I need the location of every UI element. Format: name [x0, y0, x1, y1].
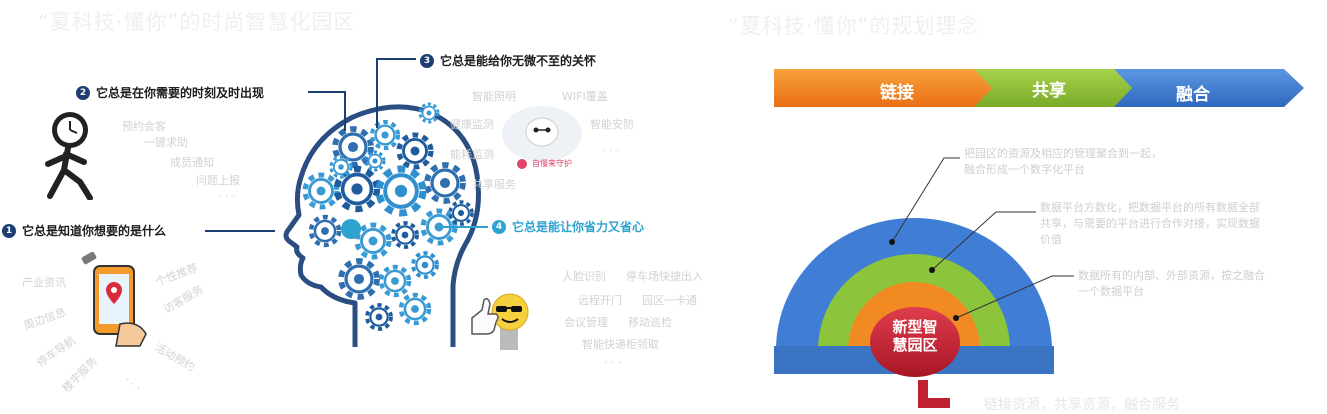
gear-shape [375, 165, 427, 217]
note-3-line-2: 一个数据平台 [1078, 285, 1144, 298]
note3-connector [955, 275, 1074, 319]
gear-shape [364, 150, 386, 172]
gear-shape [411, 251, 439, 279]
gear-shape [396, 132, 434, 170]
center-label-line-1: 新型智 [892, 318, 938, 336]
gear-shape [365, 303, 393, 331]
care-item-3: 健康监测 [450, 118, 494, 131]
gear-shape [338, 258, 380, 300]
callout-3-number: 3 [420, 53, 434, 68]
phone-item-2: 周边信息 [21, 305, 68, 333]
care-item-5: 能耗监测 [450, 148, 494, 161]
note-2-line-3: 价值 [1040, 233, 1062, 246]
gear-shape [418, 102, 440, 124]
care-item-2: WIFI覆盖 [562, 90, 608, 103]
phone-item-7: 活动预约 [152, 340, 198, 375]
gear-shape [398, 292, 432, 326]
callout-4-text: 它总是能让你省力又省心 [512, 220, 645, 234]
baymax-robot-icon [502, 106, 582, 169]
runner-item-4: 问题上报 [196, 174, 240, 187]
callout-4: 4 它总是能让你省力又省心 [492, 218, 644, 235]
center-label: 新型智 慧园区 [870, 318, 960, 354]
gear-head-illustration [283, 102, 481, 347]
gear-shape [308, 214, 342, 248]
phone-item-4: 楼宇服务 [59, 354, 101, 395]
gear-shape [369, 119, 401, 151]
save-item-5: 会议管理 [564, 316, 608, 329]
gear-shape [302, 172, 340, 210]
callout-2: 2 它总是在你需要的时刻及时出现 [76, 84, 264, 101]
note1-connector [891, 157, 960, 243]
center-oval [870, 307, 960, 377]
process-arrows [774, 69, 1304, 107]
care-item-4: 智能安防 [590, 118, 634, 131]
callout-3-text: 它总是能给你无微不至的关怀 [440, 54, 597, 68]
phone-map-icon [81, 252, 147, 347]
thumbs-up-emoji-icon [471, 293, 529, 350]
save-item-8: · · · [604, 356, 622, 369]
concentric-semicircle-diagram [774, 157, 1074, 408]
callout-2-connector-v [344, 91, 346, 131]
note-3-line-1: 数据所有的内部、外部资源，按之融合 [1078, 269, 1265, 282]
gear-shape [354, 222, 392, 260]
note-1: 把园区的资源及相应的管理聚合到一起， 融合形成一个数字化平台 [964, 146, 1264, 178]
callout-1-connector [205, 230, 275, 232]
runner-item-5: · · · [218, 190, 236, 203]
save-item-3: 远程开门 [578, 294, 622, 307]
callout-2-number: 2 [76, 85, 90, 100]
save-item-7: 智能快递柜领取 [582, 338, 659, 351]
callout-4-connector [440, 226, 488, 228]
note2-connector [931, 211, 1036, 271]
gear-shape [333, 165, 381, 213]
callout-4-number: 4 [492, 219, 506, 234]
note-2-line-1: 数据平台方数化，把数据平台的所有数据全部 [1040, 201, 1260, 214]
callout-1-number: 1 [2, 223, 16, 238]
gear-shape [448, 200, 474, 226]
save-item-2: 停车场快捷出入 [626, 270, 703, 283]
left-section-title: “夏科技·懂你”的时尚智慧化园区 [38, 10, 356, 34]
runner-item-2: 一键求助 [144, 136, 188, 149]
arrow-fuse [1114, 69, 1304, 107]
note-1-line-2: 融合形成一个数字化平台 [964, 163, 1085, 176]
note-2-line-2: 共享，与需要的平台进行合作对接，实现数据 [1040, 217, 1260, 230]
save-item-1: 人脸识别 [562, 270, 606, 283]
care-item-7: · · · [602, 144, 620, 157]
right-section-title: “夏科技·懂你”的规划理念 [728, 14, 980, 38]
arrow-link-label: 链接 [880, 83, 914, 103]
phone-item-8: · · · [121, 373, 144, 395]
phone-item-3: 停车导航 [34, 333, 79, 370]
arrow-fuse-label: 融合 [1176, 85, 1210, 105]
save-item-4: 园区一卡通 [642, 294, 697, 307]
callout-2-text: 它总是在你需要的时刻及时出现 [96, 86, 265, 100]
callout-1-text: 它总是知道你想要的是什么 [22, 224, 167, 238]
arrow-link [774, 69, 1000, 107]
phone-item-1: 产业资讯 [22, 276, 66, 289]
note-3: 数据所有的内部、外部资源，按之融合 一个数据平台 [1078, 268, 1318, 300]
arrow-share [974, 69, 1140, 107]
gear-shape [332, 126, 374, 168]
gear-cluster [302, 102, 474, 331]
callout-3-connector-h [376, 58, 416, 60]
note-2: 数据平台方数化，把数据平台的所有数据全部 共享，与需要的平台进行合作对接，实现数… [1040, 200, 1320, 248]
runner-item-1: 预约会客 [122, 120, 166, 133]
care-item-6: 共享服务 [472, 178, 516, 191]
gear-shape [329, 155, 353, 179]
callout-2-connector-h [308, 91, 346, 93]
note-1-line-1: 把园区的资源及相应的管理聚合到一起， [964, 147, 1162, 160]
arrow-share-label: 共享 [1032, 81, 1066, 101]
care-item-1: 智能照明 [472, 90, 516, 103]
callout-1: 1 它总是知道你想要的是什么 [2, 222, 166, 239]
gear-shape [391, 221, 419, 249]
bottom-connector-icon [918, 380, 950, 408]
running-clock-icon [45, 112, 93, 200]
runner-item-3: 成员通知 [170, 156, 214, 169]
center-label-line-2: 慧园区 [892, 336, 938, 354]
callout-3-connector-v [376, 58, 378, 128]
baymax-label: 自慢来守护 [532, 159, 572, 168]
bottom-summary: 链接资源，共享资源，融合服务 [984, 397, 1180, 413]
gear-shape [378, 264, 412, 298]
callout-3: 3 它总是能给你无微不至的关怀 [420, 52, 596, 69]
gear-shape [424, 162, 466, 204]
save-item-6: 移动巡检 [628, 316, 672, 329]
